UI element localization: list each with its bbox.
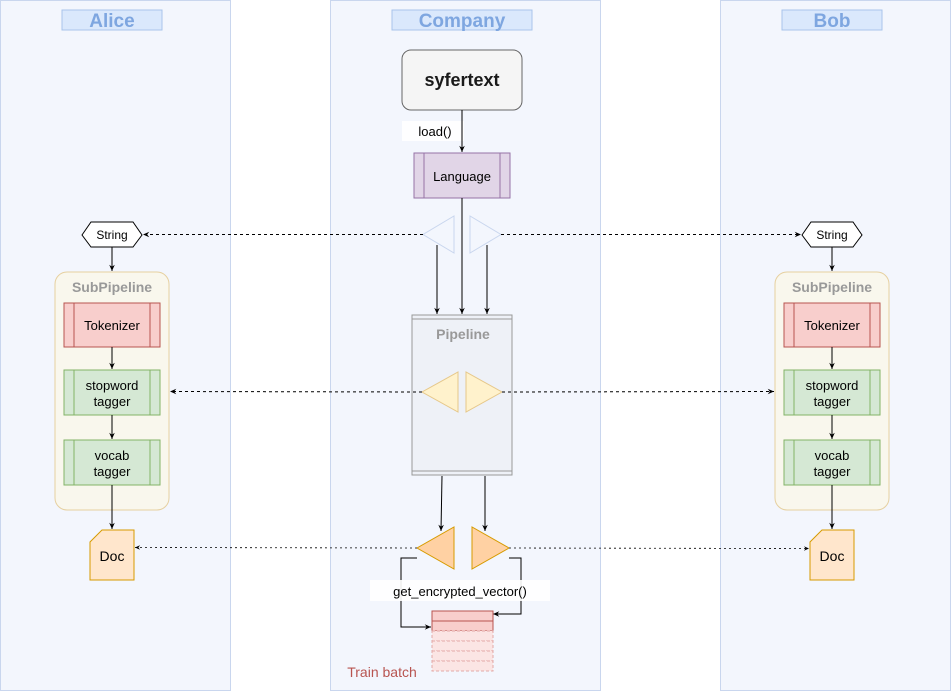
- pipeline-send-left-triangle-icon: [420, 371, 459, 413]
- alice-doc-label: Doc: [100, 548, 125, 564]
- lane-title-company: Company: [419, 11, 506, 32]
- alice-vocab-label-2: tagger: [94, 464, 132, 479]
- bob-subpipeline: SubPipeline Tokenizer stopword tagger vo…: [774, 271, 890, 511]
- alice-stopword-label-2: tagger: [94, 394, 132, 409]
- doc-link-alice: [134, 545, 418, 550]
- alice-stopword-label-1: stopword: [86, 378, 139, 393]
- load-label-bg: [402, 121, 464, 141]
- doc-link-bob: [508, 546, 810, 551]
- send-subpipeline-to-alice: [169, 388, 423, 395]
- doc-send-right-triangle-icon: [471, 526, 511, 570]
- pipeline-send-right-triangle-icon: [465, 371, 504, 413]
- alice-subpipeline-label: SubPipeline: [72, 279, 152, 295]
- language-box: Language: [413, 152, 511, 199]
- alice-subpipeline: SubPipeline Tokenizer stopword tagger vo…: [54, 271, 170, 511]
- encrypt-label-bg: [370, 580, 550, 601]
- language-label: Language: [433, 169, 491, 184]
- train-batch-stack: [431, 610, 494, 672]
- encrypt-call-label: get_encrypted_vector(): [393, 584, 527, 599]
- bob-vocab-label-2: tagger: [814, 464, 852, 479]
- alice-vocab-label-1: vocab: [95, 448, 130, 463]
- alice-doc-node: Doc: [89, 529, 135, 581]
- bob-string-label: String: [816, 228, 847, 242]
- send-right-triangle-icon: [469, 215, 502, 254]
- send-left-triangle-icon: [422, 215, 455, 254]
- bob-doc-node: Doc: [809, 529, 855, 581]
- syfertext-box: syfertext: [401, 49, 523, 111]
- load-call-label: load(): [418, 124, 451, 139]
- alice-tokenizer-label: Tokenizer: [84, 318, 140, 333]
- alice-string-label: String: [96, 228, 127, 242]
- lane-company: Company: [330, 0, 601, 691]
- lane-title-bob: Bob: [814, 11, 851, 32]
- doc-send-left-triangle-icon: [415, 526, 455, 570]
- lane-title-alice: Alice: [89, 11, 134, 32]
- pipeline-label: Pipeline: [436, 326, 490, 342]
- pipe-out-arrow-left: [438, 475, 444, 532]
- bob-string-node: String: [801, 221, 863, 248]
- syfertext-label: syfertext: [424, 70, 499, 90]
- bob-subpipeline-label: SubPipeline: [792, 279, 872, 295]
- bob-tokenizer-label: Tokenizer: [804, 318, 860, 333]
- train-batch-label: Train batch: [347, 664, 417, 680]
- bob-doc-label: Doc: [820, 548, 845, 564]
- alice-string-node: String: [81, 221, 143, 248]
- bob-vocab-label-1: vocab: [815, 448, 850, 463]
- bob-stopword-label-2: tagger: [814, 394, 852, 409]
- bob-stopword-label-1: stopword: [806, 378, 859, 393]
